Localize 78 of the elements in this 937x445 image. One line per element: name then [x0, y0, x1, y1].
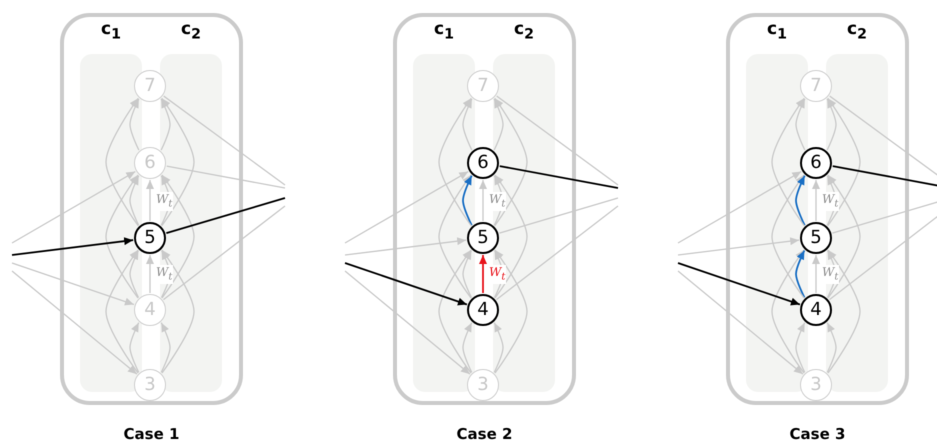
arrow: [479, 255, 487, 293]
column-heading: c$_{2}$: [513, 19, 535, 42]
column-heading: c$_{1}$: [100, 19, 122, 42]
column-heading: c$_{2}$: [846, 19, 868, 42]
arrow: [795, 250, 806, 298]
arrow: [812, 255, 820, 293]
connector-line: [163, 96, 286, 186]
arrow: [795, 322, 806, 373]
arrow: [479, 180, 487, 221]
connector-line: [163, 205, 286, 300]
arrow: [462, 322, 472, 373]
arrow: [678, 270, 804, 375]
column-heading: c$_{2}$: [180, 19, 202, 42]
column-heading: c$_{1}$: [766, 19, 788, 42]
arrow: [812, 180, 820, 221]
arrow: [462, 250, 472, 298]
arrow: [129, 98, 140, 150]
arrow: [105, 250, 139, 374]
arrow: [105, 98, 139, 226]
arrow: [795, 175, 806, 226]
arrow: [161, 174, 195, 298]
arrow: [827, 174, 861, 298]
arrow: [344, 262, 468, 306]
weight-label: W$_{t}$: [155, 265, 174, 284]
arrow: [771, 250, 805, 374]
case-caption: Case 3: [788, 425, 846, 443]
weight-label: W$_{t}$: [488, 192, 506, 211]
arrow: [160, 322, 171, 373]
arrow: [160, 98, 171, 150]
weight-label: W$_{t}$: [821, 265, 840, 284]
weight-label: W$_{t}$: [155, 192, 174, 211]
arrow: [678, 237, 800, 256]
arrow: [161, 250, 195, 374]
arrow: [494, 98, 504, 150]
arrow: [827, 250, 861, 374]
connector-line: [832, 165, 937, 189]
arrow: [678, 262, 800, 306]
weight-label: W$_{t}$: [488, 265, 506, 284]
arrow: [12, 262, 134, 306]
arrow: [826, 322, 837, 373]
arrow: [678, 170, 802, 244]
arrow: [344, 270, 470, 375]
arrow: [438, 250, 472, 374]
case-caption: Case 2: [456, 425, 514, 443]
connector-line: [166, 197, 286, 234]
arrow: [129, 322, 140, 373]
arrow: [827, 98, 861, 226]
arrow: [494, 322, 504, 373]
arrow: [494, 98, 528, 226]
arrow: [462, 98, 472, 150]
arrow: [129, 175, 140, 226]
arrow: [344, 170, 469, 244]
arrow: [161, 98, 195, 226]
arrow: [826, 98, 837, 150]
arrow: [105, 174, 139, 298]
arrow: [462, 175, 473, 226]
case-caption: Case 1: [122, 425, 180, 443]
arrow: [129, 250, 140, 298]
arrow: [146, 180, 154, 221]
arrow: [12, 237, 134, 256]
arrow: [795, 98, 806, 150]
weight-label: W$_{t}$: [821, 192, 840, 211]
arrow: [12, 270, 138, 375]
arrow: [771, 174, 805, 298]
arrow: [438, 98, 472, 226]
connector-line: [496, 96, 618, 186]
connector-line: [500, 165, 618, 189]
connector-line: [166, 165, 286, 189]
arrow: [344, 237, 466, 256]
arrow: [771, 98, 805, 226]
arrow: [494, 250, 528, 374]
connector-line: [499, 197, 618, 234]
arrow: [494, 174, 528, 298]
column-heading: c$_{1}$: [433, 19, 455, 42]
arrow: [12, 170, 136, 244]
connector-line: [496, 205, 618, 300]
arrow: [438, 174, 472, 298]
arrow: [146, 255, 154, 293]
